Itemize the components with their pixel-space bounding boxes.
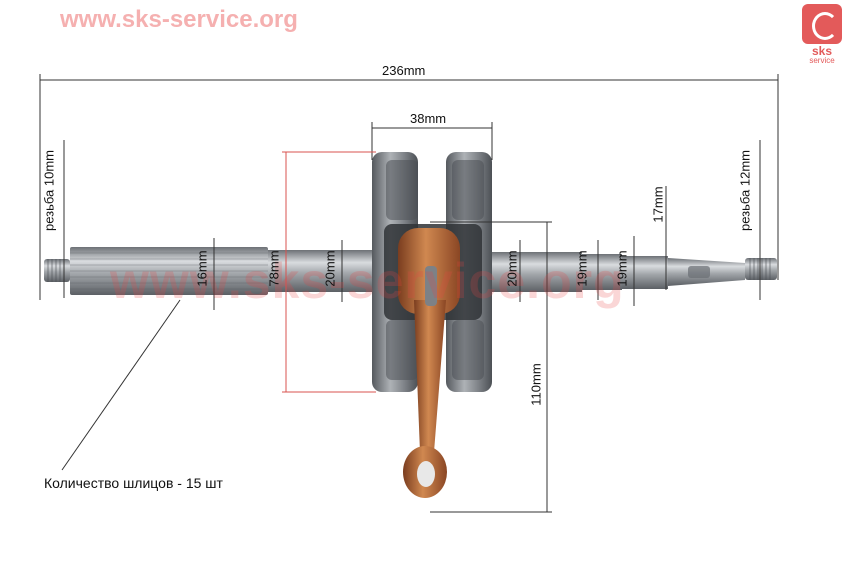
left-bearing-journal: [268, 250, 380, 292]
dimension-lines: [39, 74, 779, 513]
connecting-rod: [398, 228, 460, 498]
right-bearing-journal: [492, 252, 582, 292]
right-shaft: [492, 252, 777, 292]
rod-length-label: 110mm: [528, 363, 544, 406]
left-thread-label: резьба 10mm: [41, 150, 57, 232]
taper-dia-label: 17mm: [650, 186, 666, 223]
keyway: [688, 266, 710, 278]
flywheel-width-label: 38mm: [410, 111, 447, 126]
brand-logo: sks service: [798, 4, 846, 72]
logo-subtext: service: [809, 56, 835, 65]
spline-count-note: Количество шлицов - 15 шт: [44, 475, 223, 491]
watermark-center: www.sks-service.org: [110, 253, 625, 309]
left-bearing-dia-label: 20mm: [322, 250, 338, 287]
overall-length-label: 236mm: [382, 63, 426, 78]
watermark-top: www.sks-service.org: [60, 6, 298, 33]
right-thread-label: резьба 12mm: [737, 150, 753, 232]
flywheel-dia-label: 78mm: [266, 250, 282, 287]
shaft-dia-b-label: 19mm: [614, 250, 630, 287]
spline-section: [70, 247, 268, 295]
right-thread-lines: [749, 258, 771, 280]
left-shaft: [44, 247, 380, 295]
right-thread-end: [745, 258, 777, 280]
flywheel-dia-line: [282, 151, 376, 393]
right-shaft-step-a: [582, 254, 622, 290]
right-bearing-dia-label: 20mm: [504, 250, 520, 287]
rod-beam: [414, 300, 446, 452]
logo-text: sks: [811, 44, 833, 58]
shaft-dia-a-label: 19mm: [574, 250, 590, 287]
spline-dia-label: 16mm: [194, 250, 210, 287]
spline-lines: [70, 252, 268, 290]
logo-icon: [802, 4, 842, 44]
right-shaft-step-b: [622, 256, 668, 289]
